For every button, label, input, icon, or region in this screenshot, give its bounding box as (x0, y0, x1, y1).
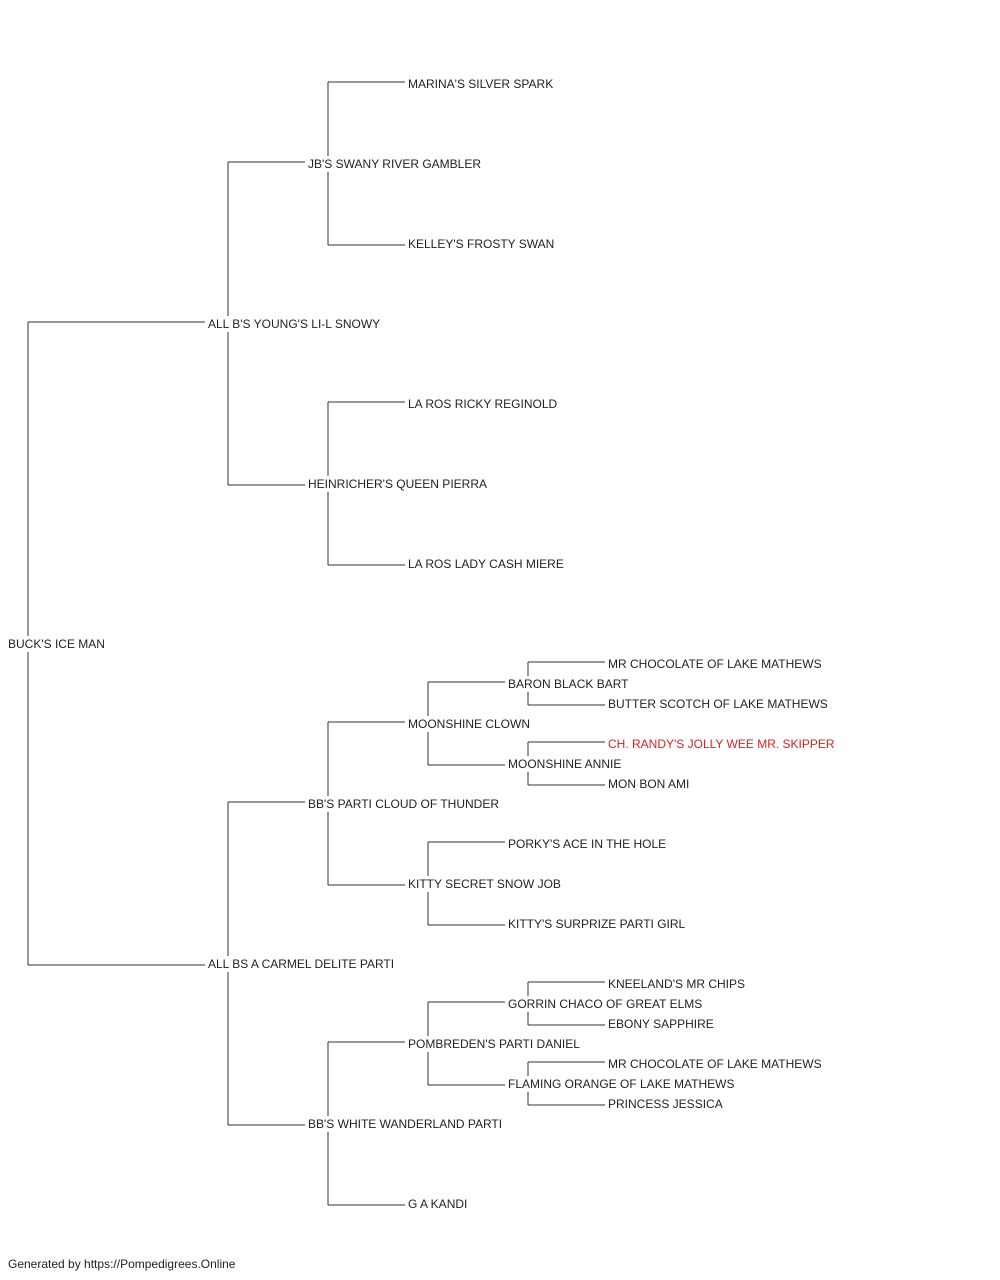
dam-sire-sire-sire-sire-name[interactable]: MR CHOCOLATE OF LAKE MATHEWS (608, 657, 822, 671)
generated-by-footer: Generated by https://Pompedigrees.Online (8, 1257, 236, 1271)
dam-sire-sire-name[interactable]: MOONSHINE CLOWN (408, 717, 530, 731)
connector-lines (27, 81, 605, 1206)
pedigree-names: BUCK'S ICE MAN ALL B'S YOUNG'S LI-L SNOW… (8, 77, 835, 1211)
sire-sire-dam-name[interactable]: KELLEY'S FROSTY SWAN (408, 237, 554, 251)
dam-sire-name[interactable]: BB'S PARTI CLOUD OF THUNDER (308, 797, 499, 811)
dam-sire-dam-sire-name[interactable]: PORKY'S ACE IN THE HOLE (508, 837, 666, 851)
sire-dam-name[interactable]: HEINRICHER'S QUEEN PIERRA (308, 477, 487, 491)
dam-dam-sire-sire-name[interactable]: GORRIN CHACO OF GREAT ELMS (508, 997, 702, 1011)
dam-dam-dam-name[interactable]: G A KANDI (408, 1197, 467, 1211)
dam-dam-sire-dam-dam-name[interactable]: PRINCESS JESSICA (608, 1097, 723, 1111)
sire-dam-dam-name[interactable]: LA ROS LADY CASH MIERE (408, 557, 564, 571)
dam-sire-dam-name[interactable]: KITTY SECRET SNOW JOB (408, 877, 561, 891)
dam-sire-sire-sire-dam-name[interactable]: BUTTER SCOTCH OF LAKE MATHEWS (608, 697, 828, 711)
dam-dam-sire-sire-dam-name[interactable]: EBONY SAPPHIRE (608, 1017, 714, 1031)
dam-dam-sire-name[interactable]: POMBREDEN'S PARTI DANIEL (408, 1037, 580, 1051)
sire-name[interactable]: ALL B'S YOUNG'S LI-L SNOWY (208, 317, 380, 331)
dam-sire-sire-dam-sire-name[interactable]: CH. RANDY'S JOLLY WEE MR. SKIPPER (608, 737, 835, 751)
subject-name[interactable]: BUCK'S ICE MAN (8, 637, 105, 651)
dam-name[interactable]: ALL BS A CARMEL DELITE PARTI (208, 957, 394, 971)
dam-dam-sire-dam-sire-name[interactable]: MR CHOCOLATE OF LAKE MATHEWS (608, 1057, 822, 1071)
dam-sire-sire-dam-name[interactable]: MOONSHINE ANNIE (508, 757, 621, 771)
sire-sire-sire-name[interactable]: MARINA'S SILVER SPARK (408, 77, 553, 91)
dam-dam-sire-sire-sire-name[interactable]: KNEELAND'S MR CHIPS (608, 977, 745, 991)
sire-dam-sire-name[interactable]: LA ROS RICKY REGINOLD (408, 397, 557, 411)
dam-sire-dam-dam-name[interactable]: KITTY'S SURPRIZE PARTI GIRL (508, 917, 686, 931)
sire-sire-name[interactable]: JB'S SWANY RIVER GAMBLER (308, 157, 481, 171)
dam-sire-sire-sire-name[interactable]: BARON BLACK BART (508, 677, 629, 691)
dam-sire-sire-dam-dam-name[interactable]: MON BON AMI (608, 777, 689, 791)
dam-dam-name[interactable]: BB'S WHITE WANDERLAND PARTI (308, 1117, 502, 1131)
dam-dam-sire-dam-name[interactable]: FLAMING ORANGE OF LAKE MATHEWS (508, 1077, 734, 1091)
